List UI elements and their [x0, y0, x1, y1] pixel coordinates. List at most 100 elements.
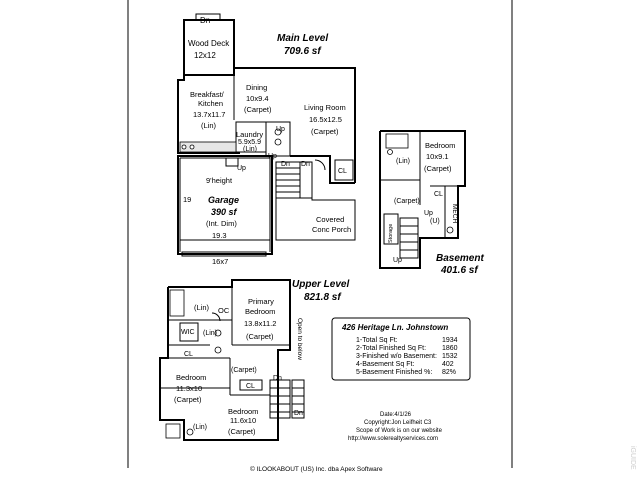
tub-icon	[165, 423, 181, 439]
upper-outline	[159, 279, 291, 441]
upper-lin-3: (Lin)	[193, 424, 207, 431]
primary-label-2: Bedroom	[245, 307, 275, 316]
primary-dim: 13.8x11.2	[244, 319, 276, 328]
primary-floor: (Carpet)	[246, 332, 274, 341]
info-row-label: 4-Basement Sq Ft:	[356, 361, 414, 368]
toilet-icon	[387, 149, 393, 155]
info-box: 426 Heritage Ln. Johnstown 1-Total Sq Ft…	[331, 317, 471, 381]
storage-label: Storage	[388, 224, 394, 243]
basement-lin: (Lin)	[396, 158, 410, 165]
footer-copyright: © ILOOKABOUT (US) Inc. dba Apex Software	[250, 465, 383, 473]
main-up-label-2: Up	[268, 153, 277, 160]
porch-outline	[275, 162, 356, 241]
living-room-label: Living Room	[304, 103, 346, 112]
living-room-floor: (Carpet)	[311, 127, 339, 136]
garage-door-dim: 16x7	[212, 257, 228, 266]
main-up-label-1: Up	[276, 126, 285, 133]
kitchen-label: Kitchen	[198, 99, 223, 108]
garage-side-dim: 19	[183, 195, 191, 204]
info-row-value: 402	[442, 361, 454, 368]
bedroom-3-dim: 11.6x10	[230, 416, 256, 425]
upper-lin-2: (Lin)	[203, 330, 217, 337]
credits-website: http://www.solerealtyservices.com	[348, 436, 438, 442]
upper-stairs	[269, 379, 305, 419]
info-box-frame	[331, 317, 471, 381]
garage-area: 390 sf	[211, 207, 238, 217]
toilet-icon	[186, 428, 194, 436]
credits-scope: Scope of Work is on our website	[356, 428, 443, 434]
basement-outline	[379, 130, 466, 269]
kitchen-dim: 13.7x11.7	[193, 110, 225, 119]
info-row-label: 3-Finished w/o Basement:	[356, 353, 437, 360]
bedroom-3-label: Bedroom	[228, 407, 258, 416]
basement-up-label-2: Up	[393, 257, 402, 264]
water-heater-icon	[446, 226, 454, 234]
upper-level-area: 821.8 sf	[304, 292, 342, 303]
open-to-below: Open to below	[296, 318, 303, 360]
upper-dn-label-2: Dn	[294, 410, 303, 417]
info-row-value: 1860	[442, 345, 458, 352]
garage-up-label: Up	[237, 165, 246, 172]
wood-deck-dim: 12x12	[194, 51, 216, 60]
door-swing	[211, 312, 221, 322]
basement-bedroom-floor: (Carpet)	[424, 164, 452, 173]
kitchen-outline	[177, 75, 240, 154]
hall-carpet: (Carpet)	[231, 367, 257, 374]
basement-bedroom-label: Bedroom	[425, 141, 455, 150]
stair-landing	[265, 121, 291, 157]
info-row-label: 1-Total Sq Ft:	[356, 337, 398, 344]
bedroom-2-label: Bedroom	[176, 373, 206, 382]
info-row-label: 5-Basement Finished %:	[356, 369, 432, 376]
upper-dn-label-1: Dn	[273, 375, 282, 382]
mech-label: MECH	[451, 204, 458, 223]
door-swing	[314, 159, 326, 171]
dining-dim: 10x9.4	[246, 94, 269, 103]
kitchen-floor: (Lin)	[201, 121, 217, 130]
main-level-title: Main Level	[277, 33, 328, 44]
main-stairs	[275, 161, 313, 199]
toilet-icon	[274, 128, 282, 136]
upper-level: (Lin) OC Primary Bedroom 13.8x11.2 (Carp…	[159, 279, 349, 441]
side-watermark: iGUIDE	[629, 446, 636, 470]
garage-note: (Int. Dim)	[206, 219, 237, 228]
deck-dn-label: Dn	[200, 16, 210, 25]
credits: Date:4/1/26 Copyright:Jon Leifheit C3 Sc…	[348, 412, 443, 442]
sink-icon	[181, 144, 187, 150]
basement-carpet: (Carpet)	[394, 198, 420, 205]
basement-area: 401.6 sf	[440, 265, 479, 276]
dining-floor: (Carpet)	[244, 105, 272, 114]
main-dn-label-1: Dn	[281, 161, 290, 168]
upper-closet-2	[239, 379, 263, 391]
porch-label-1: Covered	[316, 215, 344, 224]
sink-icon	[274, 138, 282, 146]
porch-label-2: Conc Porch	[312, 225, 351, 234]
deck-stairs	[195, 13, 221, 21]
main-dn-label-2: Dn	[301, 161, 310, 168]
basement-up-label-1: Up	[424, 210, 433, 217]
basement-title: Basement	[436, 253, 484, 264]
upper-level-title: Upper Level	[292, 279, 349, 290]
toilet-icon	[214, 329, 222, 337]
storage-outline	[383, 213, 399, 245]
garage-step	[225, 157, 239, 167]
info-row-value: 82%	[442, 369, 456, 376]
info-row-value: 1532	[442, 353, 458, 360]
sink-icon	[189, 144, 195, 150]
primary-label-1: Primary	[248, 297, 274, 306]
main-closet-label: CL	[338, 168, 347, 175]
basement-closet-label: CL	[434, 191, 443, 198]
laundry-floor: (Lin)	[243, 146, 257, 153]
toilet-icon	[214, 346, 222, 354]
garage-width-dim: 19.3	[212, 231, 227, 240]
upper-closet-2-label: CL	[246, 383, 255, 390]
credits-copyright: Copyright:Jon Leifheit C3	[364, 420, 432, 426]
tub-icon	[169, 289, 185, 317]
bedroom-2-dim: 11.3x10	[176, 384, 202, 393]
garage-height: 9'height	[206, 176, 233, 185]
garage-title: Garage	[208, 195, 239, 205]
wic-outline	[179, 322, 199, 342]
laundry-dim: 5.9x5.9	[238, 139, 261, 146]
main-level: Dn Wood Deck 12x12 Dining 10x9.4 (Carpet…	[177, 13, 356, 266]
garage-outline	[177, 155, 273, 255]
